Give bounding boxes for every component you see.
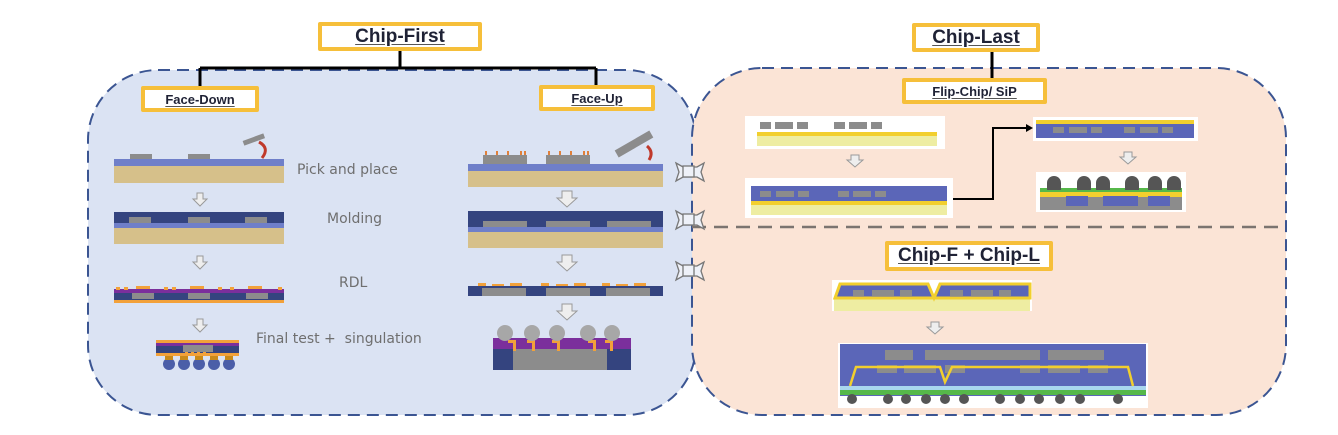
step-label-final-test: Final test + singulation [256,331,422,347]
chip-first-panel [87,69,697,416]
face-up-label: Face-Up [539,85,655,111]
flipchip-step-4 [1036,172,1186,212]
flipchip-connector-arrow [953,127,1026,200]
face-down-arrow-2 [191,255,209,270]
chip-first-title: Chip-First [318,22,482,51]
face-down-label-text: Face-Down [165,91,235,107]
flipchip-arrow-2 [1118,151,1138,165]
chip-f-chip-l-label: Chip-F + Chip-L [885,241,1053,271]
face-up-step-final [493,325,631,370]
combined-arrow [925,321,945,335]
transition-icon-2 [674,209,706,231]
curved-arrow-icon [258,140,267,159]
chip-f-chip-l-label-text: Chip-F + Chip-L [898,245,1040,266]
face-down-step-rdl [114,286,284,303]
face-down-step-pick-place [114,133,284,183]
arrowhead-icon [1026,124,1033,132]
face-up-arrow-1 [555,190,579,208]
flipchip-step-2 [745,178,953,218]
step-label-rdl: RDL [339,275,368,291]
chip-last-title-text: Chip-Last [932,26,1020,48]
face-up-step-rdl [468,283,663,296]
face-down-label: Face-Down [141,86,259,112]
chip-first-connectors [198,49,598,87]
combined-step-2 [838,343,1148,408]
face-down-step-final [156,340,239,370]
die-pickup [242,133,266,146]
combined-step-1 [832,280,1032,311]
face-up-arrow-2 [555,254,579,272]
face-up-label-text: Face-Up [571,90,623,106]
step-label-pick-and-place: Pick and place [297,162,398,178]
step-label-molding: Molding [327,211,383,227]
chip-first-title-text: Chip-First [355,25,445,47]
face-up-step-pick-place [468,130,663,187]
transition-icon-1 [674,161,706,183]
flipchip-arrow-1 [845,154,865,168]
face-up-arrow-3 [555,303,579,321]
flipchip-step-1 [745,116,945,149]
transition-icon-3 [674,260,706,282]
flip-chip-sip-label-text: Flip-Chip/ SiP [932,83,1017,99]
die-pickup [614,130,654,158]
face-up-step-molding [468,211,663,248]
face-down-step-molding [114,212,284,244]
flipchip-step-3 [1033,117,1198,141]
face-down-arrow-3 [191,318,209,333]
face-down-arrow-1 [191,192,209,207]
chip-last-title: Chip-Last [912,23,1040,52]
flip-chip-sip-label: Flip-Chip/ SiP [902,78,1047,104]
curved-arrow-icon [645,144,653,161]
